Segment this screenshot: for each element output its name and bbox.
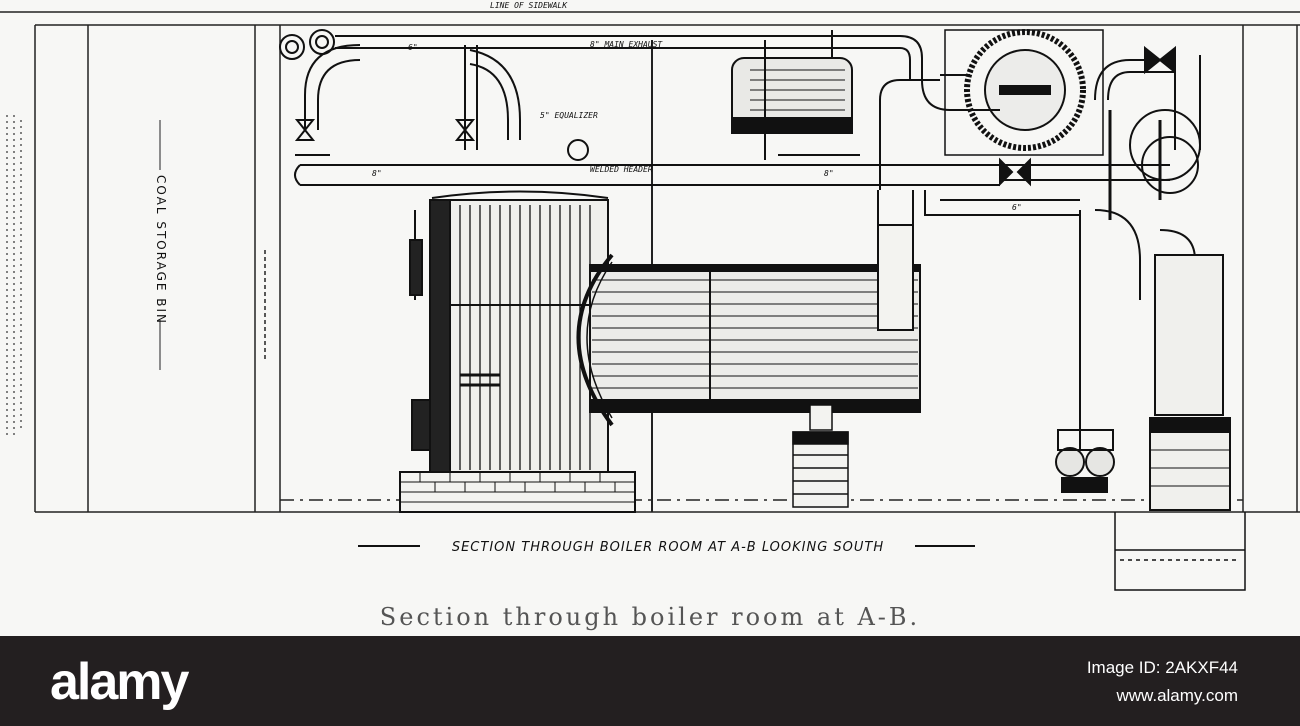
header-size-right: 8" <box>824 169 834 178</box>
welded-header-label: WELDED HEADER <box>590 165 653 174</box>
drain-pit <box>1114 512 1246 591</box>
exhaust-fan <box>944 29 1104 156</box>
line-of-sidewalk-label: LINE OF SIDEWALK <box>490 1 568 10</box>
diagram-figure: COAL STORAGE BIN <box>0 1 1300 591</box>
smoke-connection <box>877 190 914 331</box>
coal-bin-label: COAL STORAGE BIN <box>154 175 168 325</box>
feed-pump <box>1055 429 1115 493</box>
alamy-logo: alamy <box>50 653 189 711</box>
water-column <box>409 210 423 300</box>
equalizer-label: 5" EQUALIZER <box>540 111 598 120</box>
frame <box>0 11 1300 513</box>
margin-note <box>6 115 22 435</box>
feedwater-heater <box>731 30 860 160</box>
main-exhaust-pipe <box>279 29 923 80</box>
image-id-label: Image ID: 2AKXF44 <box>1086 658 1238 677</box>
equalizer-arch <box>304 44 589 161</box>
main-exhaust-label: 8" MAIN EXHAUST <box>590 40 663 49</box>
drawing-title: SECTION THROUGH BOILER ROOM AT A-B LOOKI… <box>452 540 884 555</box>
tank-right <box>1149 254 1231 511</box>
vertical-boiler <box>399 190 636 513</box>
horizontal-boiler <box>576 253 921 427</box>
figure-caption: Section through boiler room at A-B. <box>379 603 921 631</box>
return-size: 6" <box>1012 203 1022 212</box>
exhaust-size: 6" <box>408 43 418 52</box>
watermark-bar: alamy Image ID: 2AKXF44 www.alamy.com <box>0 636 1300 726</box>
boiler-room-section-drawing: COAL STORAGE BIN <box>0 1 1300 591</box>
valves <box>294 45 1176 187</box>
welded-header <box>294 154 1000 186</box>
boiler-pier <box>792 404 849 508</box>
header-size-left: 8" <box>372 169 382 178</box>
site-url-label: www.alamy.com <box>1116 686 1238 705</box>
